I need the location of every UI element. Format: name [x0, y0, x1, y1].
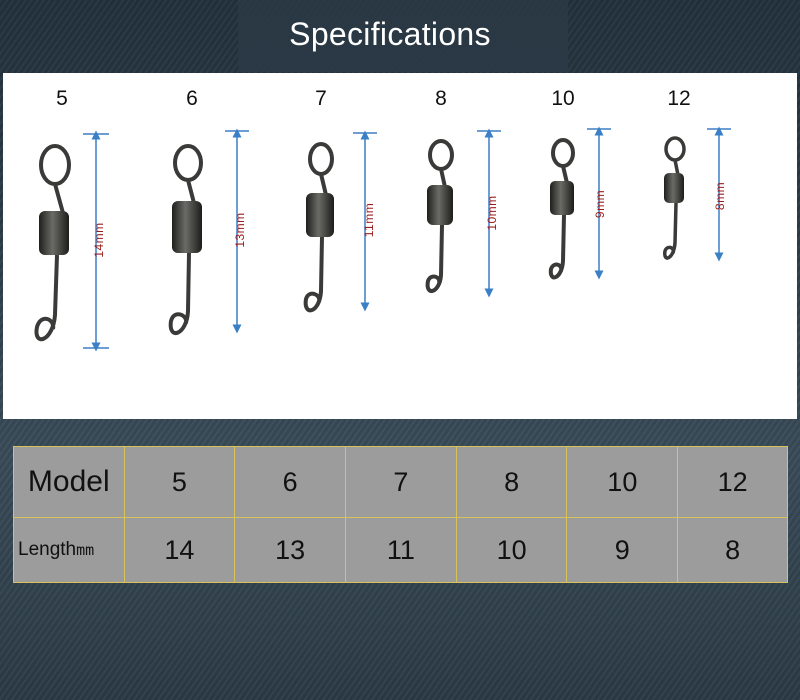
swivel-7 — [303, 142, 334, 313]
length-cell-12: 8 — [677, 517, 788, 583]
length-unit-label: mm — [76, 541, 95, 560]
dimension-label-10: 9mm — [593, 189, 607, 219]
length-header-cell: Lengthmm — [13, 517, 125, 583]
swivel-8 — [425, 139, 454, 293]
dimension-label-12: 8mm — [713, 181, 727, 211]
title-banner — [238, 0, 568, 72]
length-cell-8: 10 — [455, 517, 568, 583]
spec-table: Model 5 6 7 8 10 12 Lengthmm 14 13 11 10… — [13, 445, 788, 583]
length-cell-10: 9 — [566, 517, 679, 583]
swivel-12 — [663, 136, 686, 260]
swivel-label-10: 10 — [551, 87, 575, 110]
swivel-label-12: 12 — [667, 87, 691, 110]
table-row-length: Lengthmm 14 13 11 10 9 8 — [13, 517, 788, 583]
length-cell-5: 14 — [123, 517, 236, 583]
model-cell-8: 8 — [455, 445, 568, 519]
table-row-model: Model 5 6 7 8 10 12 — [13, 445, 788, 519]
model-cell-7: 7 — [345, 445, 457, 519]
page-title: Specifications — [289, 16, 491, 52]
swivel-label-7: 7 — [315, 87, 327, 110]
model-cell-5: 5 — [123, 445, 236, 519]
dimension-label-7: 11mm — [362, 202, 376, 238]
dimension-label-8: 10mm — [485, 195, 499, 231]
model-header-cell: Model — [13, 445, 125, 519]
length-cell-6: 13 — [234, 517, 347, 583]
swivel-diagram-panel: 5 6 7 8 10 12 14mm 13mm 11mm 10mm 9mm 8m… — [3, 73, 797, 419]
length-header-label: Length — [18, 539, 77, 561]
swivel-label-5: 5 — [56, 87, 68, 110]
swivel-label-8: 8 — [435, 87, 447, 110]
model-cell-6: 6 — [234, 445, 347, 519]
swivel-5 — [34, 144, 71, 342]
dimension-label-6: 13mm — [233, 212, 247, 248]
swivel-10 — [548, 138, 575, 280]
dimension-label-5: 14mm — [92, 222, 106, 258]
model-cell-12: 12 — [677, 445, 788, 519]
model-cell-10: 10 — [566, 445, 679, 519]
length-cell-7: 11 — [345, 517, 457, 583]
swivel-diagram — [34, 126, 731, 352]
swivel-6 — [168, 144, 203, 335]
swivel-label-6: 6 — [186, 87, 198, 110]
